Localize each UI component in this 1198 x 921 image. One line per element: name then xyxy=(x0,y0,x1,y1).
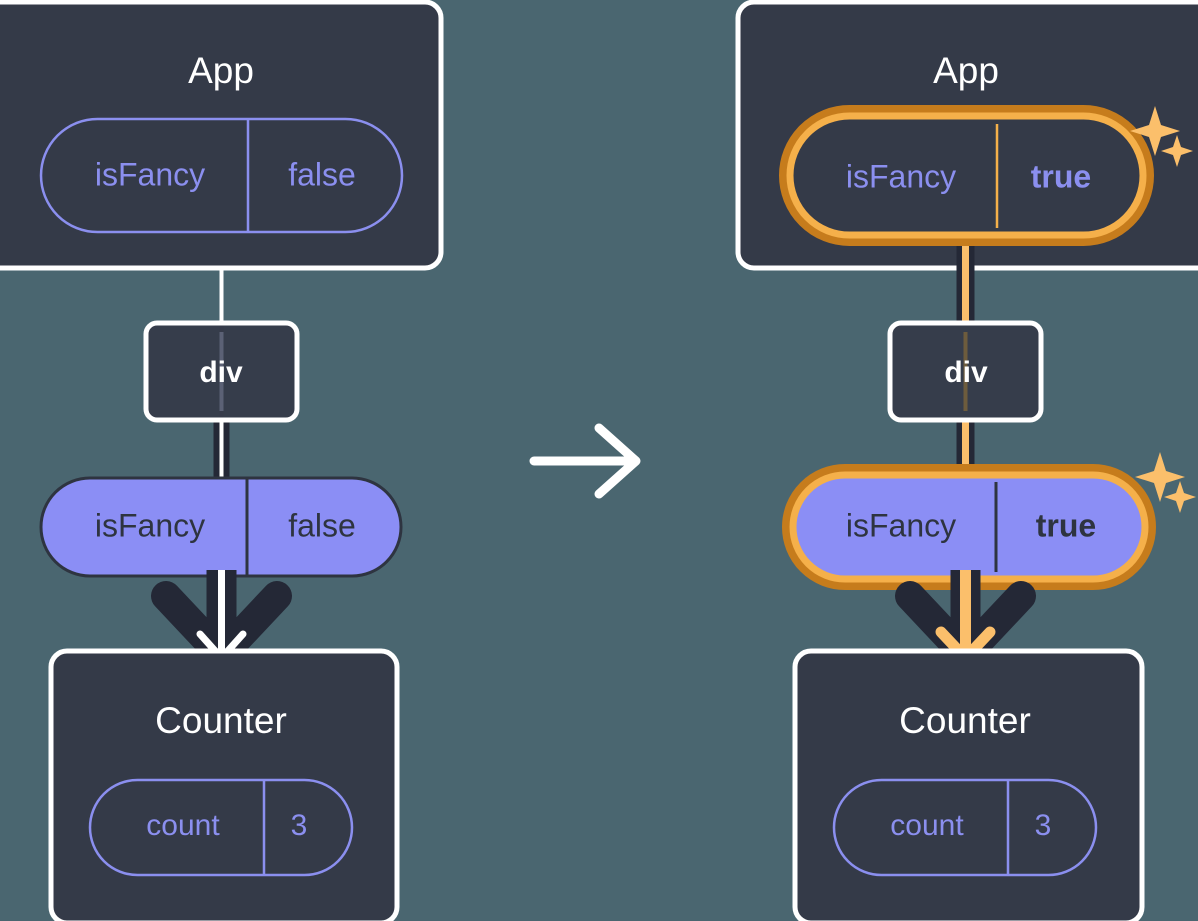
transition-arrow-head xyxy=(594,423,641,499)
counter-state-pill-right: count 3 xyxy=(832,778,1098,877)
app-prop-pill-left: isFancy false xyxy=(39,117,404,234)
counter-state-pill-right-shape xyxy=(832,778,1098,877)
counter-state-pill-left-name: count xyxy=(146,809,220,842)
app-prop-pill-left-value: false xyxy=(288,156,356,192)
app-prop-pill-right-ring-outer xyxy=(779,105,1154,246)
passed-prop-pill-left: isFancy false xyxy=(39,476,403,578)
passed-prop-pill-left-name: isFancy xyxy=(95,507,205,543)
counter-state-pill-right-value: 3 xyxy=(1035,809,1052,842)
passed-prop-pill-left-value: false xyxy=(288,507,356,543)
counter-state-pill-left-value: 3 xyxy=(291,809,308,842)
counter-box-left xyxy=(48,648,400,921)
app-prop-pill-right-value: true xyxy=(1031,158,1091,194)
div-node-right: div xyxy=(887,320,1044,423)
app-prop-pill-right-name: isFancy xyxy=(846,158,956,194)
counter-panel-left: Counter xyxy=(48,648,400,921)
counter-box-right xyxy=(792,648,1145,921)
sparkle-large-icon xyxy=(1130,106,1180,156)
app-prop-pill-left-shape xyxy=(39,117,404,234)
counter-state-pill-left: count 3 xyxy=(88,778,354,877)
passed-prop-pill-right-name: isFancy xyxy=(846,507,956,543)
app-prop-pill-right-ring-inner xyxy=(786,112,1147,239)
counter-state-pill-left-shape xyxy=(88,778,354,877)
counter-panel-right: Counter xyxy=(792,648,1145,921)
app-prop-pill-left-name: isFancy xyxy=(95,156,205,192)
div-label-right: div xyxy=(944,356,988,389)
sparkle-large-icon-2 xyxy=(1135,452,1185,502)
app-panel-left: App xyxy=(0,0,444,271)
passed-prop-pill-right: isFancy true xyxy=(782,464,1156,590)
div-label-left: div xyxy=(199,356,243,389)
app-prop-pill-right: isFancy true xyxy=(779,105,1154,246)
sparkle-small-icon xyxy=(1161,135,1193,167)
transition-arrow xyxy=(529,423,641,499)
app-box-left xyxy=(0,0,444,271)
app-title-right: App xyxy=(933,50,999,91)
div-node-left: div xyxy=(143,320,300,423)
counter-title-left: Counter xyxy=(155,700,287,741)
flow-arrow-left xyxy=(151,570,292,670)
app-title-left: App xyxy=(188,50,254,91)
sparkle-group-prop-right xyxy=(1135,452,1196,513)
sparkle-group-app-right xyxy=(1130,106,1193,167)
sparkle-small-icon-2 xyxy=(1164,481,1196,513)
passed-prop-pill-right-value: true xyxy=(1036,507,1096,543)
counter-title-right: Counter xyxy=(899,700,1031,741)
counter-state-pill-right-name: count xyxy=(890,809,964,842)
